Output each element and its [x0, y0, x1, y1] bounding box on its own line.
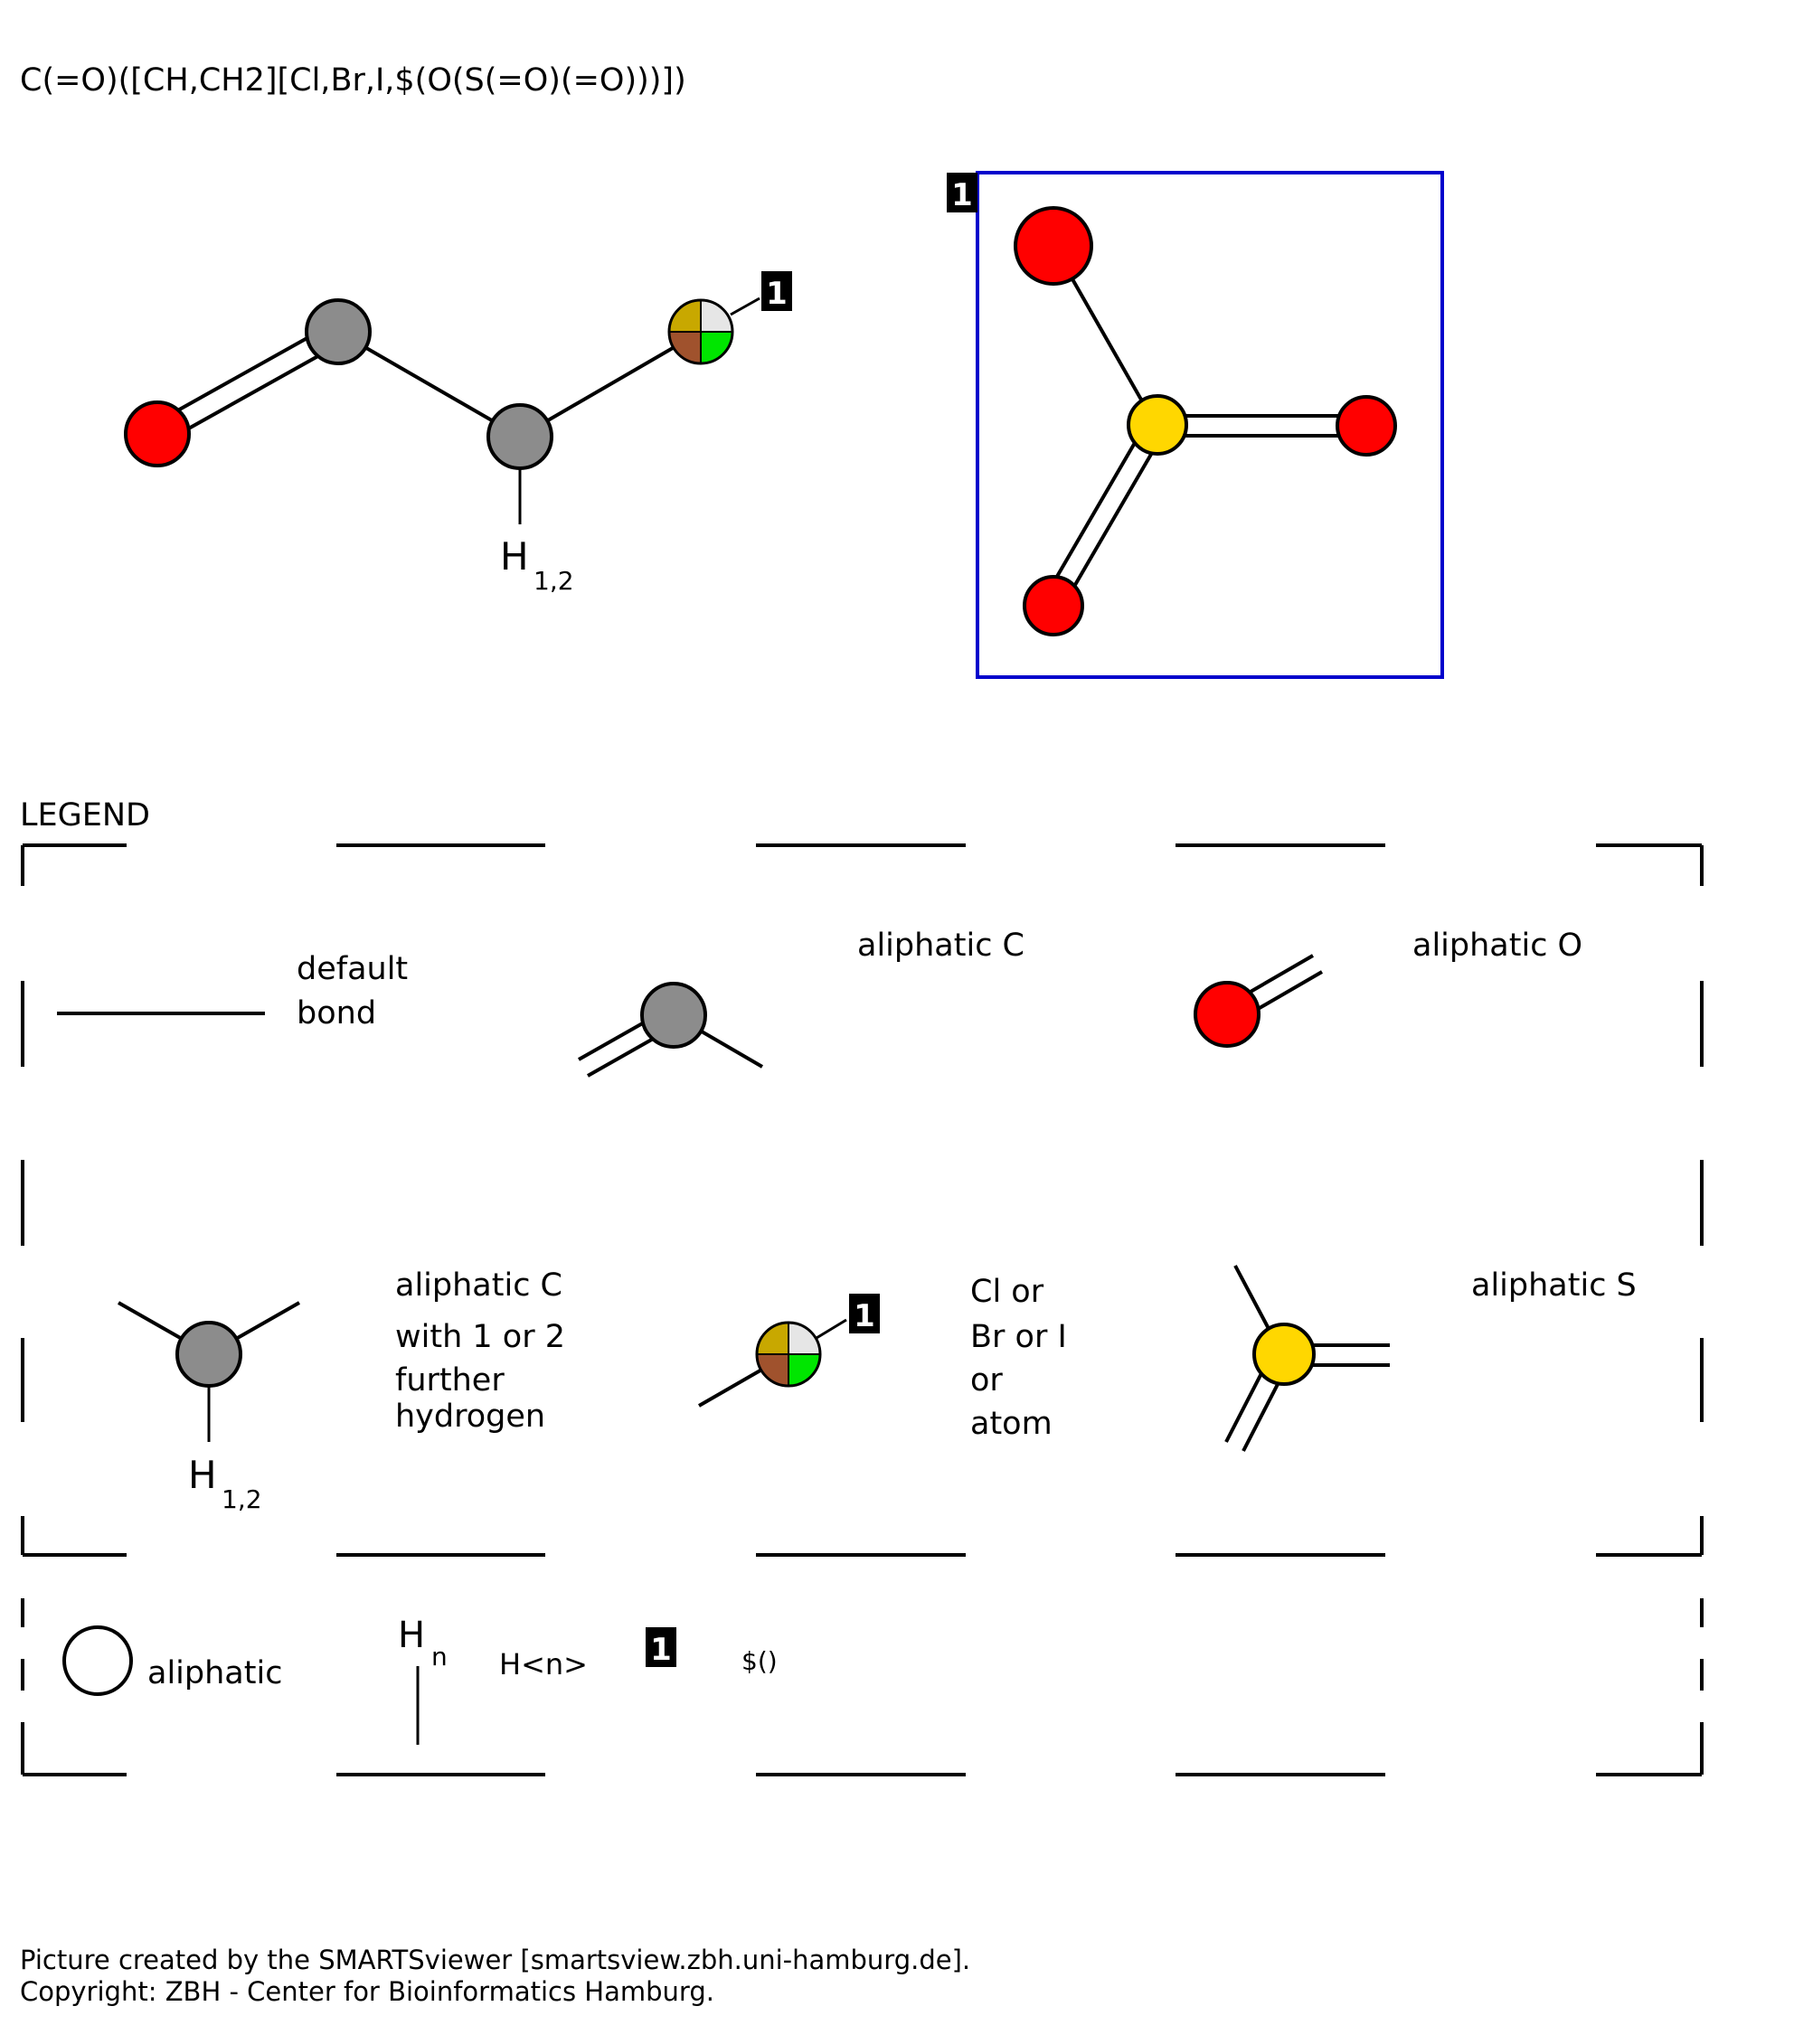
- single-bond: [337, 330, 521, 438]
- hydrogen-count: 1,2: [533, 566, 574, 596]
- legend-item-label: Cl or: [970, 1274, 1044, 1310]
- legend-item-label: further: [395, 1362, 505, 1399]
- legend-item-default-bond: default bond: [57, 951, 408, 1031]
- legend-item-label: atom: [970, 1406, 1053, 1442]
- hydrogen-count: 1,2: [222, 1484, 262, 1514]
- tag-marker: [761, 271, 792, 311]
- legend-item-label: or: [970, 1362, 1003, 1399]
- h-symbol: H: [398, 1615, 425, 1656]
- legend-item-aliphatic-ch: H 1,2 aliphatic C with 1 or 2 further hy…: [118, 1267, 565, 1514]
- legend-item-halogen-or: 1 Cl or Br or I or atom: [698, 1274, 1067, 1442]
- tag-number: 1: [650, 1632, 672, 1668]
- legend-item-label: aliphatic S: [1471, 1267, 1637, 1304]
- tag-connector: [730, 297, 760, 316]
- legend-item-label: aliphatic C: [395, 1267, 562, 1304]
- legend-item-aliphatic-s: aliphatic S: [1224, 1265, 1637, 1452]
- tag-connector: [816, 1318, 847, 1340]
- legend-item-label: hydrogen: [395, 1399, 545, 1435]
- recursive-box: [976, 171, 1444, 679]
- legend-item-label: with 1 or 2: [395, 1319, 565, 1355]
- footer-copyright: Copyright: ZBH - Center for Bioinformati…: [20, 1976, 714, 2007]
- single-bond: [518, 330, 703, 438]
- tag-marker: [947, 173, 977, 212]
- halogen-or-atom: [755, 1321, 822, 1388]
- legend-item-label: default: [297, 951, 408, 987]
- halogen-or-atom: [667, 298, 734, 365]
- sulfur-atom: [1252, 1323, 1316, 1386]
- footer-credit: Picture created by the SMARTSviewer [sma…: [20, 1945, 970, 1975]
- carbon-atom: [640, 982, 707, 1049]
- aliphatic-symbol: [62, 1625, 133, 1696]
- h-subscript: n: [431, 1642, 448, 1672]
- tag-marker: [646, 1627, 676, 1667]
- smarts-string: C(=O)([CH,CH2][Cl,Br,I,$(O(S(=O)(=O)))]): [20, 62, 686, 99]
- legend-title: LEGEND: [20, 797, 150, 834]
- sulfur-atom: [1127, 394, 1188, 456]
- double-bond-line: [162, 339, 346, 445]
- oxygen-atom: [1023, 575, 1084, 636]
- hydrogen-label: H: [500, 534, 529, 579]
- h-n-label: H<n>: [499, 1647, 588, 1681]
- tag-marker: [849, 1294, 880, 1333]
- oxygen-atom: [124, 400, 191, 467]
- tag-number: 1: [854, 1298, 875, 1334]
- tag-number: 1: [766, 276, 788, 312]
- oxygen-atom: [1014, 206, 1093, 286]
- tag-number: 1: [951, 177, 973, 213]
- legend-frame: [21, 843, 1704, 1776]
- double-bond-line: [1043, 418, 1150, 598]
- oxygen-atom: [1194, 981, 1261, 1048]
- legend-symbols-row: aliphatic H n H<n> 1 $(): [62, 1615, 778, 1745]
- oxygen-atom: [1336, 395, 1397, 457]
- main-molecule: H 1,2 1: [124, 271, 792, 596]
- legend-item-aliphatic-o: aliphatic O: [1194, 928, 1582, 1048]
- legend-item-label: aliphatic C: [857, 928, 1024, 964]
- hydrogen-label: H: [188, 1453, 217, 1497]
- aliphatic-label: aliphatic: [147, 1655, 282, 1691]
- carbon-atom: [305, 298, 372, 365]
- recursive-label: $(): [741, 1646, 778, 1676]
- carbon-atom: [175, 1321, 242, 1388]
- double-bond-line: [1061, 428, 1167, 608]
- carbon-atom-ch: [486, 403, 553, 470]
- legend-item-label: bond: [297, 995, 376, 1031]
- double-bond-line: [151, 321, 335, 427]
- recursive-smarts-group: 1: [947, 171, 1444, 679]
- legend-item-label: aliphatic O: [1412, 928, 1582, 964]
- legend-item-aliphatic-c: aliphatic C: [578, 928, 1024, 1078]
- legend-item-label: Br or I: [970, 1319, 1067, 1355]
